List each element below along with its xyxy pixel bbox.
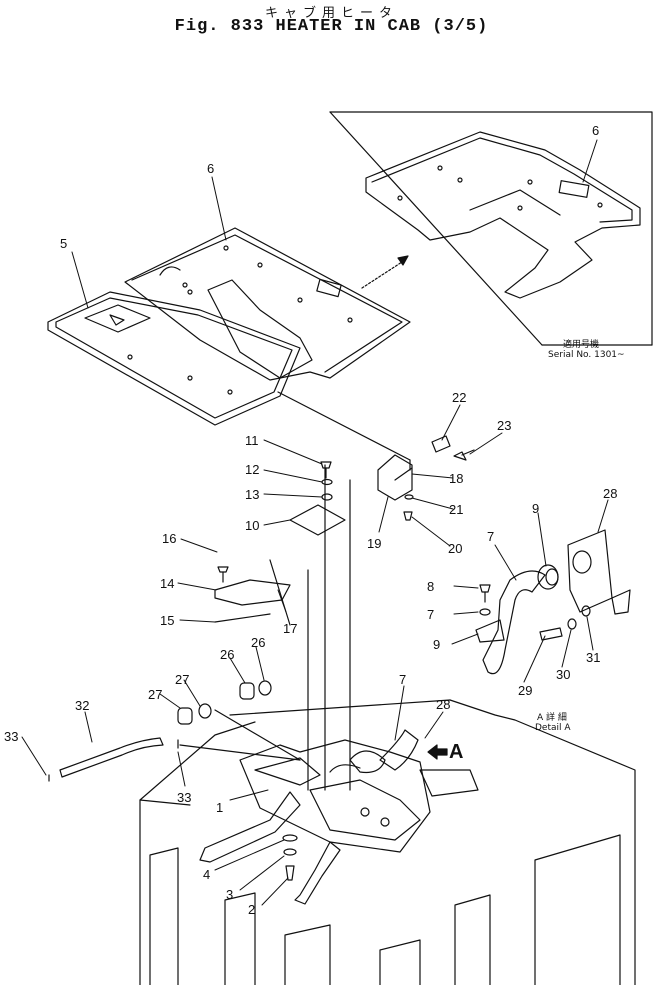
callout: 6 [207,161,215,176]
callout: 33 [4,729,19,744]
callout: 12 [245,462,260,477]
view-arrow [361,261,403,289]
callout: 16 [162,531,177,546]
floor-plate-6 [124,227,411,381]
title-japanese: キャブ用ヒータ [264,6,398,21]
callout: 7 [487,529,495,544]
callout: 27 [175,672,190,687]
callout: 7 [427,607,435,622]
callout: 5 [60,236,68,251]
callout: 15 [160,613,175,628]
callout: 33 [177,790,192,805]
detail-note-jp: A 詳 細 [537,713,567,723]
callout: 4 [203,867,211,882]
callout: 30 [556,667,571,682]
callout: 14 [160,576,175,591]
callout: 13 [245,487,260,502]
serial-note-jp: 適用号機 [563,340,600,350]
rod-32 [59,737,164,778]
callout: 31 [586,650,601,665]
heater-duct-7 [475,529,631,675]
detail-note: Detail A [535,723,571,733]
callout: 7 [399,672,407,687]
callout: 26 [220,647,235,662]
hose-left [199,791,301,863]
callout: 23 [497,418,512,433]
detail-a-marker: A [449,741,464,763]
callout: 20 [448,541,463,556]
callout: 19 [367,536,382,551]
callout: 29 [518,683,533,698]
callout: 9 [532,501,540,516]
serial-note: Serial No. 1301~ [548,350,625,360]
junction-box-21 [377,454,413,501]
callout: 3 [226,887,234,902]
cab-body [139,699,636,985]
callout: 27 [148,687,163,702]
figure-title: Fig. 833 HEATER IN CAB (3/5) [174,17,489,36]
callout: 21 [449,502,464,517]
callout: 8 [427,579,435,594]
callout: 2 [248,902,256,917]
callout: 18 [449,471,464,486]
callout: 1 [216,800,224,815]
callout: 11 [245,433,259,448]
callout: 9 [433,637,441,652]
callout: 28 [436,697,451,712]
callout: 22 [452,390,467,405]
callout: 26 [251,635,266,650]
heater-unit-1 [239,729,479,853]
detail-a-arrow [427,744,448,760]
floor-plate-5 [47,291,301,426]
callout: 28 [603,486,618,501]
inset-floor-panel [329,111,653,346]
hose-right [294,841,341,905]
callout: 10 [245,518,260,533]
cover-plate-12 [289,504,346,536]
callout: 17 [283,621,298,636]
callout: 32 [75,698,90,713]
callout: 6 [592,123,600,138]
